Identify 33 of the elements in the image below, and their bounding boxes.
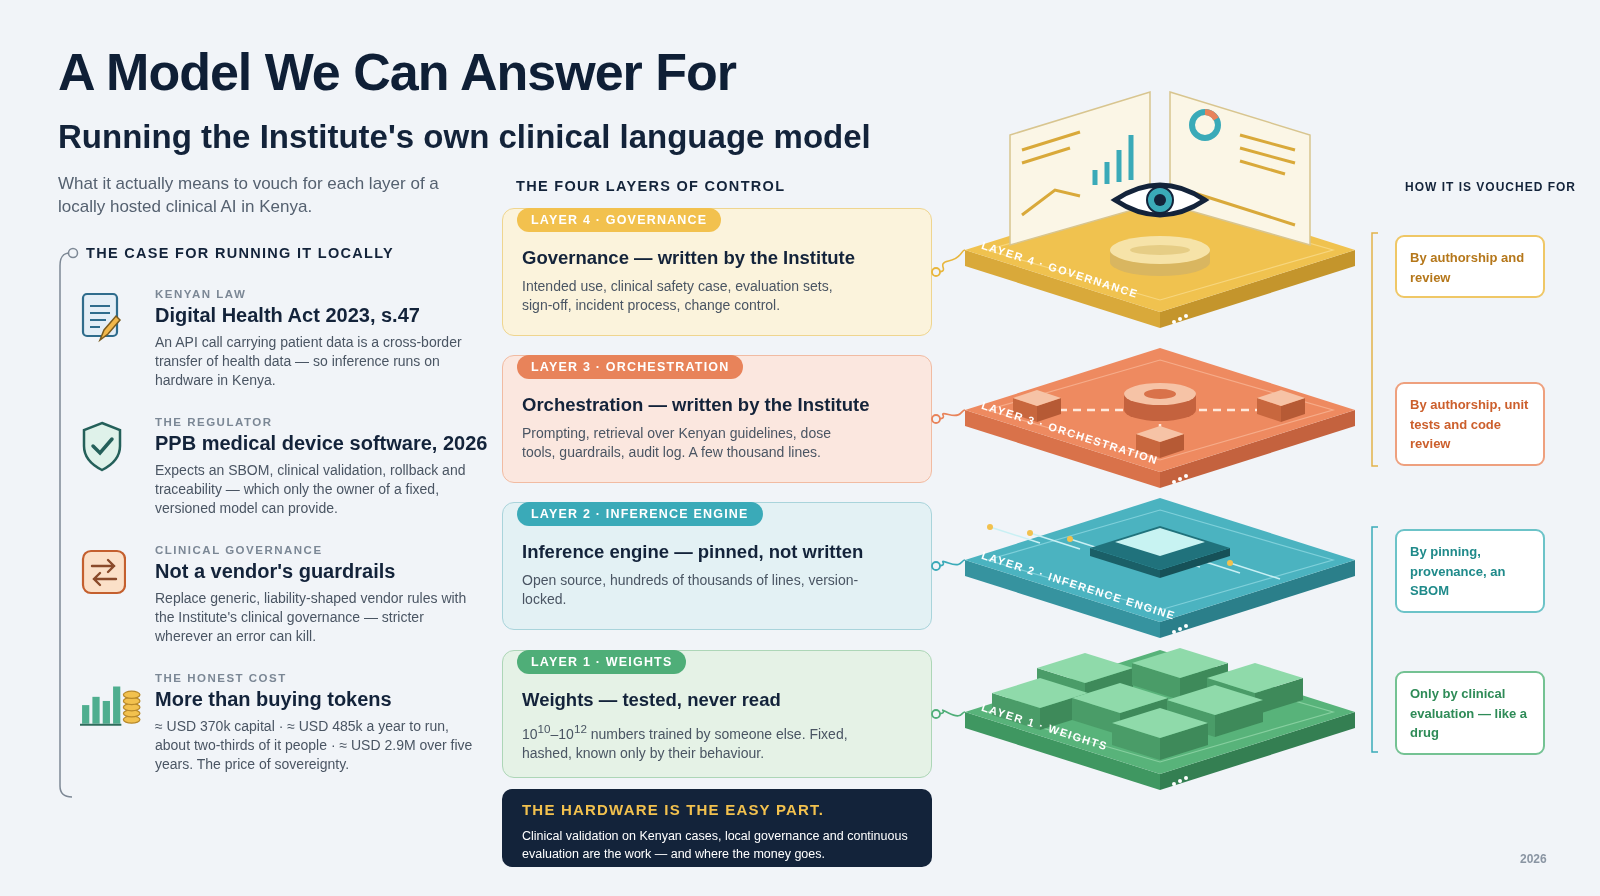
category-label: THE HONEST COST xyxy=(155,672,287,684)
item-heading: Not a vendor's guardrails xyxy=(155,560,396,583)
item-text: Replace generic, liability-shaped vendor rules with the Institute's clinical governance — stricter wherever an error can kill. xyxy=(155,589,468,646)
intro-text: What it actually means to vouch for each layer of a locally hosted clinical AI in Kenya. xyxy=(58,173,440,218)
card-heading: Orchestration — written by the Institute xyxy=(522,394,870,416)
card-heading: Governance — written by the Institute xyxy=(522,247,856,269)
item-text: Expects an SBOM, clinical validation, rollback and traceability — which only the owner of a fixed, versioned model can provide. xyxy=(155,461,467,518)
date-text: 2026 xyxy=(1520,852,1547,866)
card-heading: Weights — tested, never read xyxy=(522,689,781,711)
card-text: 10$^{10}$–10$^{12}$ numbers trained by someone else. Fixed, hashed, known only by their behaviour. xyxy=(522,721,849,763)
layer-tag: LAYER 3 · ORCHESTRATION xyxy=(517,355,744,379)
layer-tag: LAYER 1 · WEIGHTS xyxy=(517,650,687,674)
page-title: A Model We Can Answer For xyxy=(58,42,737,102)
section-heading: HOW IT IS VOUCHED FOR xyxy=(1405,180,1576,194)
subtitle: Running the Institute's own clinical language model xyxy=(58,118,871,156)
panel-heading: THE HARDWARE IS THE EASY PART. xyxy=(522,801,825,818)
layer-tag: LAYER 4 · GOVERNANCE xyxy=(517,208,722,232)
item-heading: More than buying tokens xyxy=(155,688,392,711)
card-text: Intended use, clinical safety case, evaluation sets, sign-off, incident process, change control. xyxy=(522,277,834,315)
section-heading: THE FOUR LAYERS OF CONTROL xyxy=(516,178,786,194)
panel-text: Clinical validation on Kenyan cases, local governance and continuous evaluation are the work — and where the money goes. xyxy=(522,828,909,863)
item-heading: PPB medical device software, 2026 xyxy=(155,432,488,455)
category-label: CLINICAL GOVERNANCE xyxy=(155,544,323,556)
item-text: ≈ USD 370k capital · ≈ USD 485k a year to run, about two-thirds of it people · ≈ USD 2.9M over five years. The price of sovereignty. xyxy=(155,717,474,774)
card-heading: Inference engine — pinned, not written xyxy=(522,541,864,563)
item-text: An API call carrying patient data is a cross-border transfer of health data — so inference runs on hardware in Kenya. xyxy=(155,333,463,390)
card-text: Open source, hundreds of thousands of lines, version-locked. xyxy=(522,571,860,609)
layer-tag: LAYER 2 · INFERENCE ENGINE xyxy=(517,502,763,526)
section-heading: THE CASE FOR RUNNING IT LOCALLY xyxy=(86,245,395,261)
card-text: Prompting, retrieval over Kenyan guidelines, dose tools, guardrails, audit log. A few thousand lines. xyxy=(522,424,832,462)
category-label: THE REGULATOR xyxy=(155,416,273,428)
item-heading: Digital Health Act 2023, s.47 xyxy=(155,304,420,327)
category-label: KENYAN LAW xyxy=(155,288,247,300)
